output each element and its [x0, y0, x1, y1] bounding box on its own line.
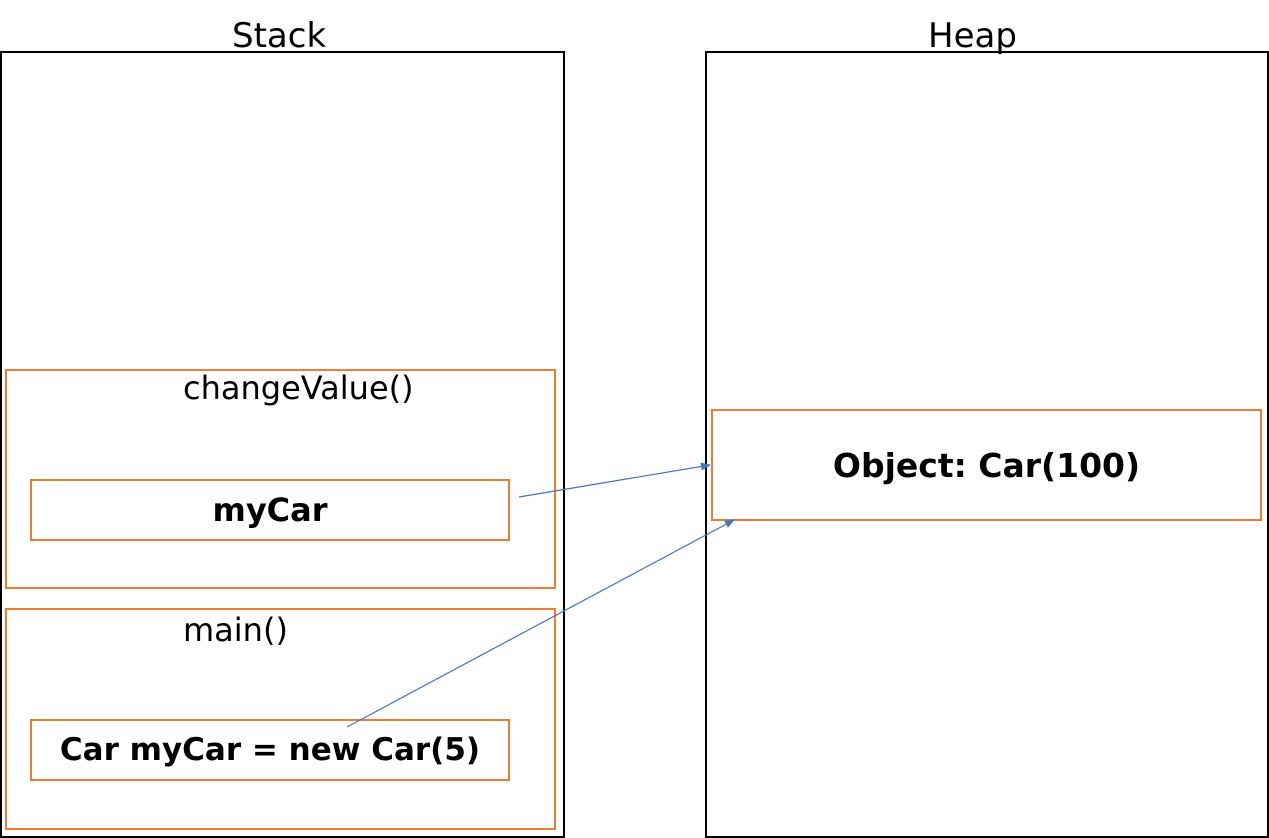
mycar-reference-variable: myCar — [30, 479, 510, 541]
change-value-frame-label: changeValue() — [183, 369, 414, 407]
stack-title: Stack — [232, 16, 327, 56]
heap-car-object: Object: Car(100) — [711, 409, 1262, 521]
change-value-reference-arrow — [518, 462, 711, 498]
heap-title: Heap — [928, 16, 1017, 56]
main-frame — [5, 608, 556, 830]
main-reference-arrow — [346, 519, 735, 728]
main-frame-label: main() — [183, 611, 288, 649]
change-value-frame — [5, 369, 556, 589]
main-mycar-declaration: Car myCar = new Car(5) — [30, 719, 510, 781]
heap-region — [705, 51, 1269, 838]
stack-region — [0, 51, 565, 838]
